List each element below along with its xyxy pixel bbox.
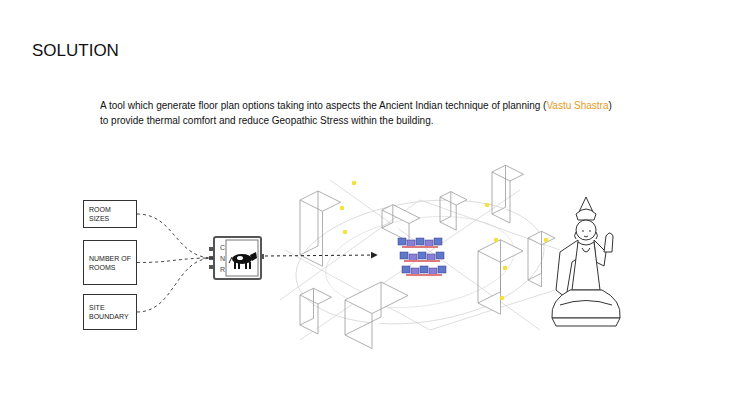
building-block (440, 192, 467, 231)
floor-plan-room (420, 266, 428, 273)
dashed-connector (137, 258, 213, 312)
building-block (492, 165, 524, 223)
floor-plan-room (416, 238, 424, 245)
floor-plan-room (398, 238, 406, 245)
sun-dot (352, 181, 357, 186)
dashed-connector (137, 214, 213, 258)
sun-dot (494, 238, 499, 243)
floor-plan-corridor (406, 274, 442, 276)
slide-title: SOLUTION (32, 41, 119, 61)
building-block (528, 231, 555, 287)
sun-dot (343, 230, 348, 235)
input-letter: N (220, 253, 260, 264)
input-box: SITE BOUNDARY (83, 294, 137, 330)
floor-plan-room (427, 254, 435, 261)
input-box: ROOM SIZES (83, 200, 137, 228)
highlight-text: Vastu Shastra (546, 100, 608, 111)
sun-dot (503, 266, 508, 271)
building-block (300, 288, 332, 334)
description-line: A tool which generate floor plan options… (100, 98, 612, 113)
floor-plan-room (434, 238, 442, 245)
input-letter: C (220, 242, 260, 253)
floor-plan-room (429, 268, 437, 275)
description: A tool which generate floor plan options… (100, 98, 612, 128)
box-label: SITE BOUNDARY (89, 303, 131, 321)
description-line: to provide thermal comfort and reduce Ge… (100, 113, 612, 128)
building-block (382, 205, 420, 242)
floor-plan-room (438, 266, 446, 273)
building-block (300, 191, 341, 266)
sun-dot (485, 203, 490, 208)
box-label: NUMBER OF ROOMS (89, 254, 131, 272)
floor-plan-room (409, 254, 417, 261)
sun-dot (544, 238, 549, 243)
description-text: ) (609, 100, 612, 111)
floor-plan-room (411, 268, 419, 275)
description-text: A tool which generate floor plan options… (100, 100, 546, 111)
component-block: CNR (213, 236, 262, 280)
floor-plan-room (402, 266, 410, 273)
floor-plan-room (400, 252, 408, 259)
sun-dot (340, 206, 345, 211)
floor-plan-corridor (402, 246, 438, 248)
building-block (478, 240, 523, 315)
floor-plan-room (436, 252, 444, 259)
box-label: ROOM SIZES (89, 205, 131, 223)
floor-plan-room (407, 240, 415, 247)
floor-plan-corridor (404, 260, 440, 262)
input-letter: R (220, 264, 260, 275)
building-block (345, 282, 408, 349)
floor-plan-room (425, 240, 433, 247)
floor-plan-room (418, 252, 426, 259)
description-text: to provide thermal comfort and reduce Ge… (100, 115, 434, 126)
input-box: NUMBER OF ROOMS (83, 240, 137, 285)
sun-dot (500, 296, 505, 301)
